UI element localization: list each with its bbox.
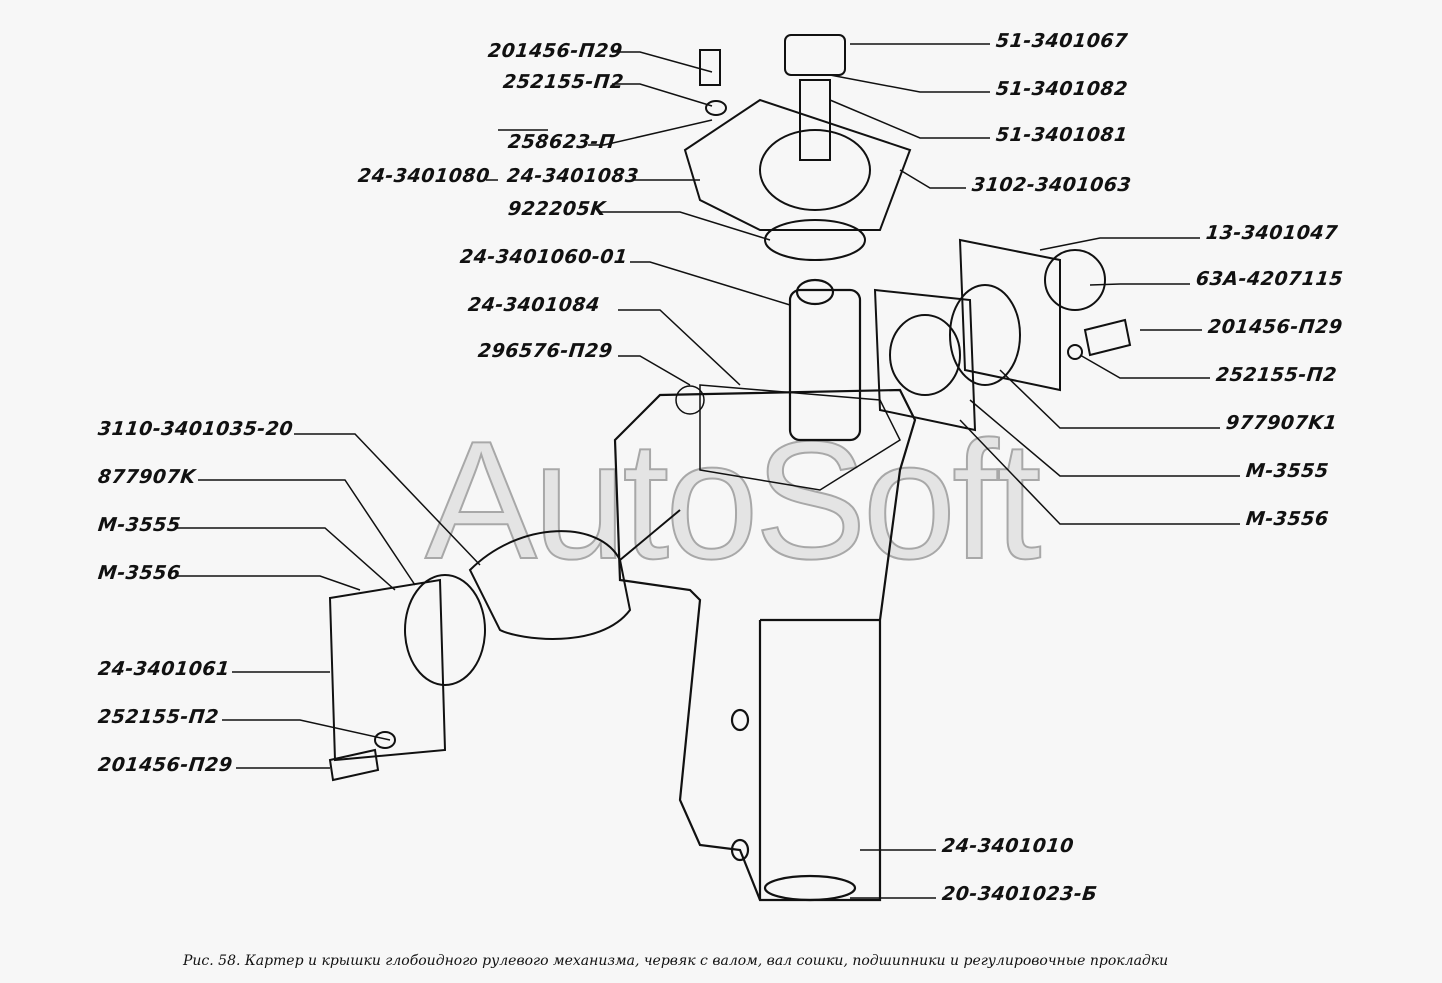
leader-lines bbox=[176, 43, 1240, 899]
part-label: 201456-П29 bbox=[96, 754, 234, 776]
part-label: 977907K1 bbox=[1224, 412, 1339, 434]
part-label: 296576-П29 bbox=[476, 340, 614, 362]
watermark: AutoSoft bbox=[424, 405, 1042, 595]
part-label: 24-3401084 bbox=[466, 294, 602, 316]
part-label: 201456-П29 bbox=[486, 40, 624, 62]
part-label: 877907K bbox=[96, 466, 197, 488]
part-label: 24-3401083 bbox=[505, 165, 641, 187]
part-label: 51-3401082 bbox=[994, 78, 1130, 100]
right-side-cover bbox=[873, 238, 1132, 432]
part-label: M-3556 bbox=[1244, 508, 1330, 530]
part-label: 3110-3401035-20 bbox=[96, 418, 295, 440]
part-label: 252155-П2 bbox=[1214, 364, 1338, 386]
part-label: 24-3401060-01 bbox=[458, 246, 629, 268]
part-label: 258623-П bbox=[506, 131, 617, 153]
housing bbox=[613, 278, 917, 902]
part-label: 252155-П2 bbox=[96, 706, 220, 728]
gasket bbox=[675, 384, 901, 491]
part-label: 24-3401010 bbox=[940, 835, 1076, 857]
part-label: 201456-П29 bbox=[1206, 316, 1344, 338]
part-label: 24-3401061 bbox=[96, 658, 232, 680]
part-label: 24-3401080 bbox=[356, 165, 492, 187]
top-cover bbox=[683, 34, 912, 261]
part-label: 3102-3401063 bbox=[970, 174, 1133, 196]
figure-caption: Рис. 58. Картер и крышки глобоидного рул… bbox=[183, 953, 1169, 969]
part-label: M-3555 bbox=[96, 514, 182, 536]
part-label: 63A-4207115 bbox=[1194, 268, 1345, 290]
part-label: 252155-П2 bbox=[501, 71, 625, 93]
part-label: M-3555 bbox=[1244, 460, 1330, 482]
part-label: 922205K bbox=[506, 198, 607, 220]
part-label: 13-3401047 bbox=[1204, 222, 1340, 244]
part-label: M-3556 bbox=[96, 562, 182, 584]
left-side-cover bbox=[328, 509, 681, 782]
part-label: 51-3401067 bbox=[994, 30, 1130, 52]
part-label: 51-3401081 bbox=[994, 124, 1130, 146]
part-label: 20-3401023-Б bbox=[940, 883, 1099, 905]
